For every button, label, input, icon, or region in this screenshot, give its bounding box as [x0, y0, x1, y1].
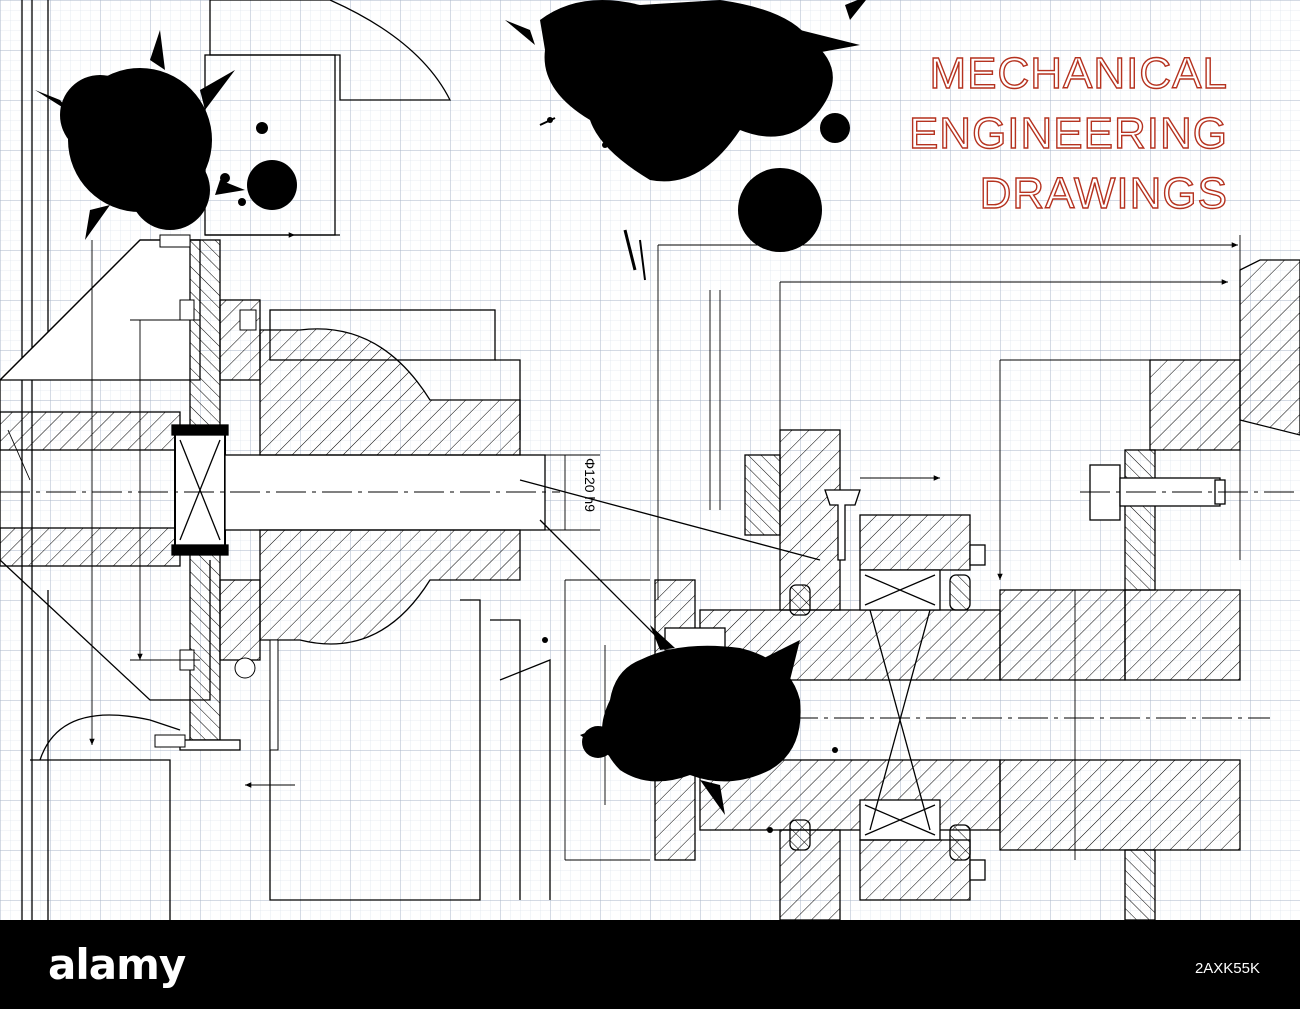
title-line-3: DRAWINGS	[980, 169, 1228, 218]
ink-splatters	[35, 0, 866, 833]
left-assembly	[0, 0, 600, 920]
shaft-diameter-label: Φ120 h9	[582, 458, 598, 512]
title-block: MECHANICAL ENGINEERING DRAWINGS	[908, 48, 1229, 218]
image-id: 2AXK55K	[1194, 960, 1260, 977]
title-line-2: ENGINEERING	[909, 109, 1228, 158]
stock-logo[interactable]: alamy	[48, 940, 186, 989]
technical-drawing: Φ120 h9	[0, 0, 1300, 920]
stock-footer-bar: alamy 2AXK55K	[0, 920, 1300, 1009]
title-line-1: MECHANICAL	[930, 49, 1229, 98]
